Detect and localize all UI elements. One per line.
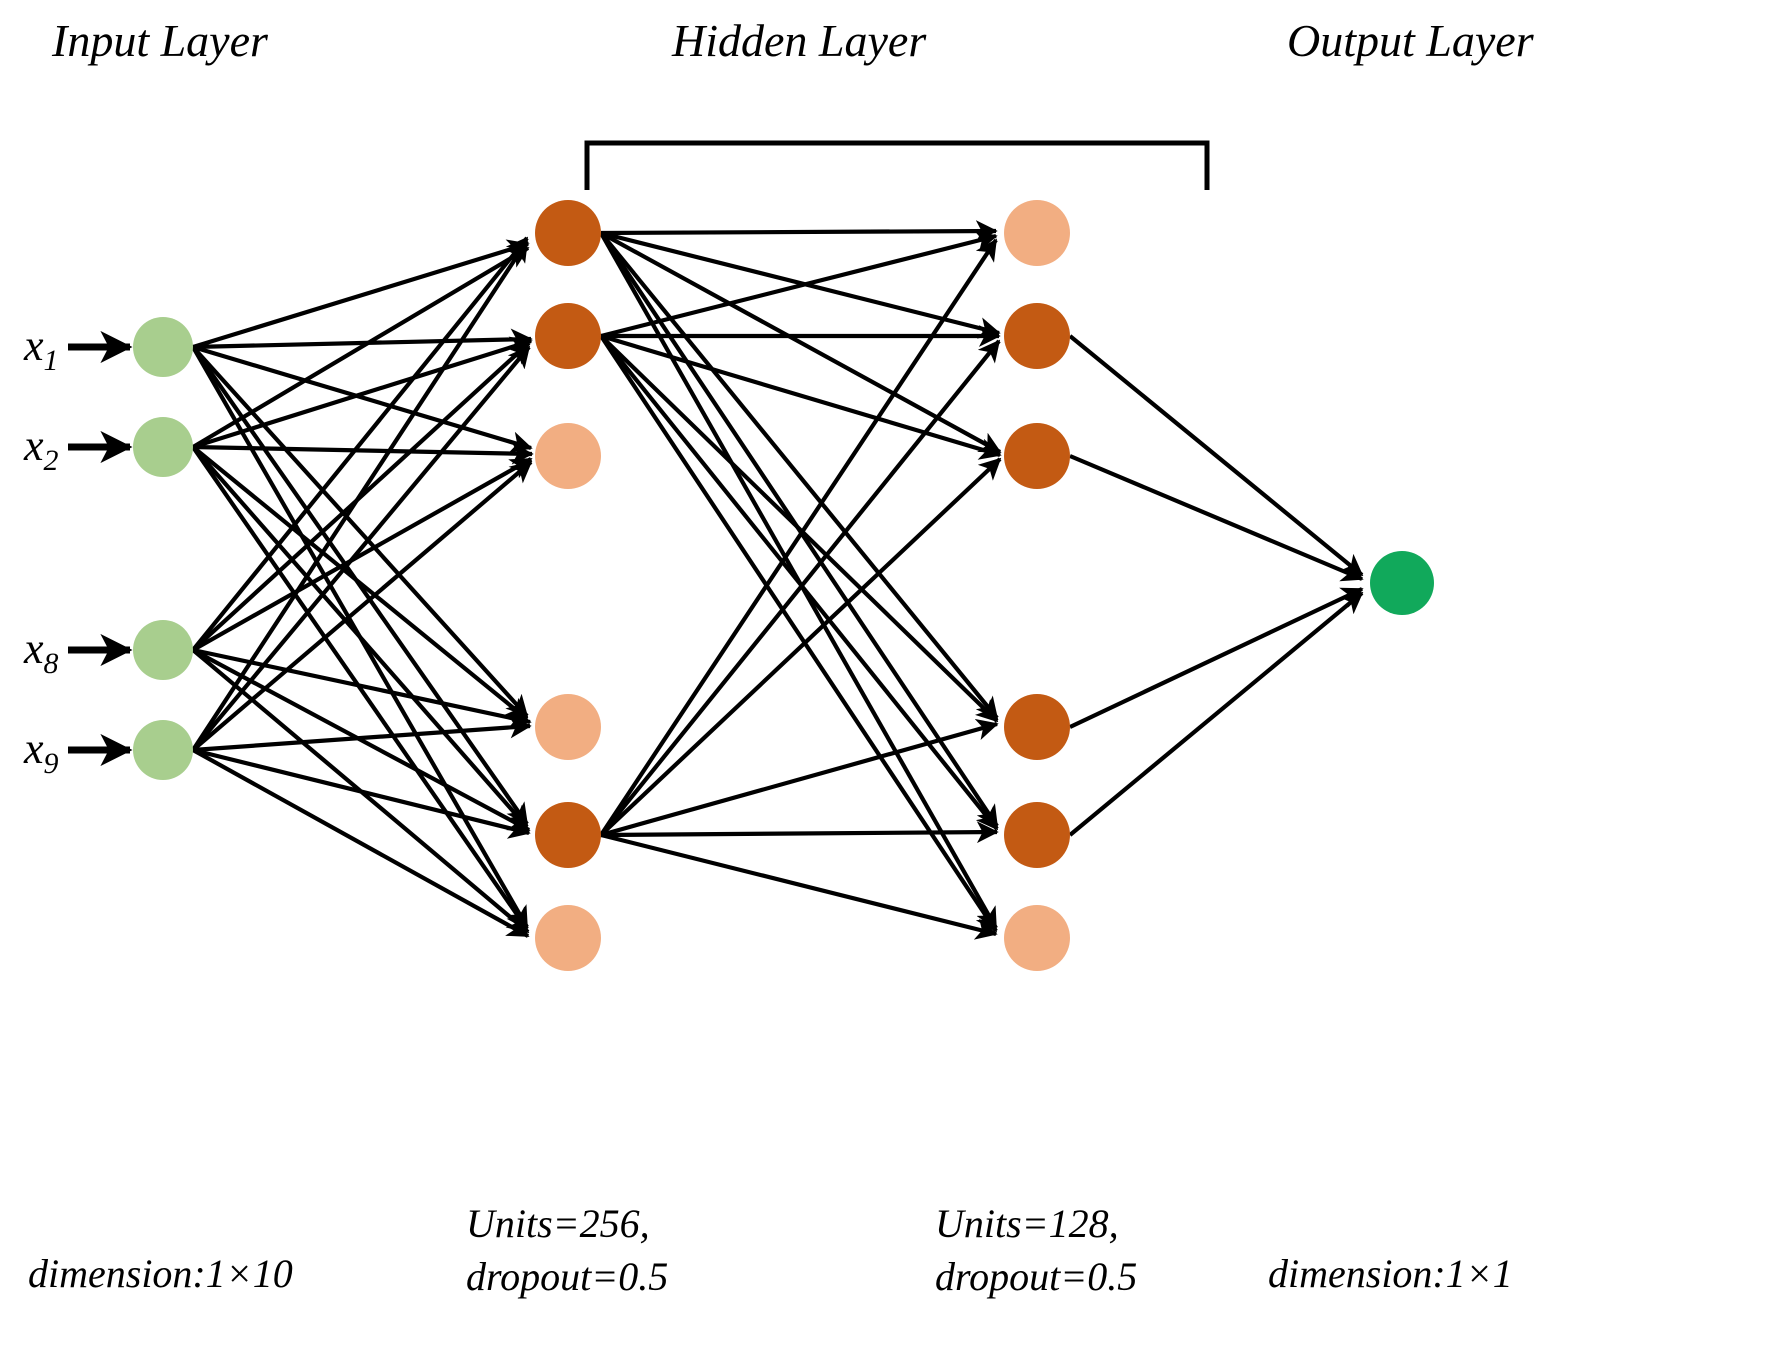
input-label-x2-base: x — [24, 421, 44, 470]
node-input-x1[interactable] — [133, 317, 193, 377]
input-label-x1: x1 — [24, 320, 58, 378]
edges-hidden2-to-output — [1068, 334, 1364, 837]
node-hidden1-2-active[interactable] — [535, 303, 601, 369]
input-layer-nodes — [133, 317, 193, 780]
input-label-x1-sub: 1 — [43, 343, 59, 377]
title-input-layer: Input Layer — [52, 15, 268, 66]
node-hidden1-3-dropped[interactable] — [535, 423, 601, 489]
node-input-x2[interactable] — [133, 417, 193, 477]
node-hidden2-5-active[interactable] — [1004, 802, 1070, 868]
input-label-x8-sub: 8 — [43, 646, 59, 680]
input-feed-arrows — [68, 330, 133, 767]
node-hidden1-1-active[interactable] — [535, 200, 601, 266]
hidden-layer-bracket — [584, 140, 1210, 190]
node-hidden2-2-active[interactable] — [1004, 303, 1070, 369]
node-hidden1-4-dropped[interactable] — [535, 694, 601, 760]
node-input-x9[interactable] — [133, 720, 193, 780]
caption-hidden2-dropout: dropout=0.5 — [935, 1253, 1138, 1299]
title-output-layer: Output Layer — [1287, 15, 1534, 66]
caption-input-dimension: dimension:1×10 — [28, 1251, 293, 1296]
caption-hidden1-dropout: dropout=0.5 — [466, 1253, 669, 1299]
caption-hidden1-units: Units=256, — [466, 1201, 650, 1246]
node-hidden2-4-active[interactable] — [1004, 694, 1070, 760]
node-hidden2-3-active[interactable] — [1004, 423, 1070, 489]
node-input-x8[interactable] — [133, 620, 193, 680]
caption-hidden1: Units=256, dropout=0.5 — [466, 1198, 668, 1304]
input-label-x2: x2 — [24, 420, 58, 478]
output-layer-nodes — [1370, 551, 1434, 615]
input-label-x8-base: x — [24, 624, 44, 673]
hidden-layer-1-nodes — [535, 200, 601, 971]
edges-hidden1-to-hidden2 — [599, 220, 1002, 940]
input-label-x8: x8 — [24, 623, 58, 681]
hidden-layer-2-nodes — [1004, 200, 1070, 971]
node-output-1[interactable] — [1370, 551, 1434, 615]
input-label-x9-sub: 9 — [43, 746, 59, 780]
caption-hidden2-units: Units=128, — [935, 1201, 1119, 1246]
input-label-x1-base: x — [24, 321, 44, 370]
title-hidden-layer: Hidden Layer — [672, 15, 927, 66]
caption-output-dimension: dimension:1×1 — [1268, 1251, 1513, 1296]
node-hidden2-1-dropped[interactable] — [1004, 200, 1070, 266]
input-label-x9-base: x — [24, 724, 44, 773]
edges-input-to-hidden1 — [191, 236, 534, 938]
node-hidden2-6-dropped[interactable] — [1004, 905, 1070, 971]
input-label-x2-sub: 2 — [43, 443, 59, 477]
input-label-x9: x9 — [24, 723, 58, 781]
node-hidden1-6-dropped[interactable] — [535, 905, 601, 971]
caption-hidden2: Units=128, dropout=0.5 — [935, 1198, 1137, 1304]
node-hidden1-5-active[interactable] — [535, 802, 601, 868]
